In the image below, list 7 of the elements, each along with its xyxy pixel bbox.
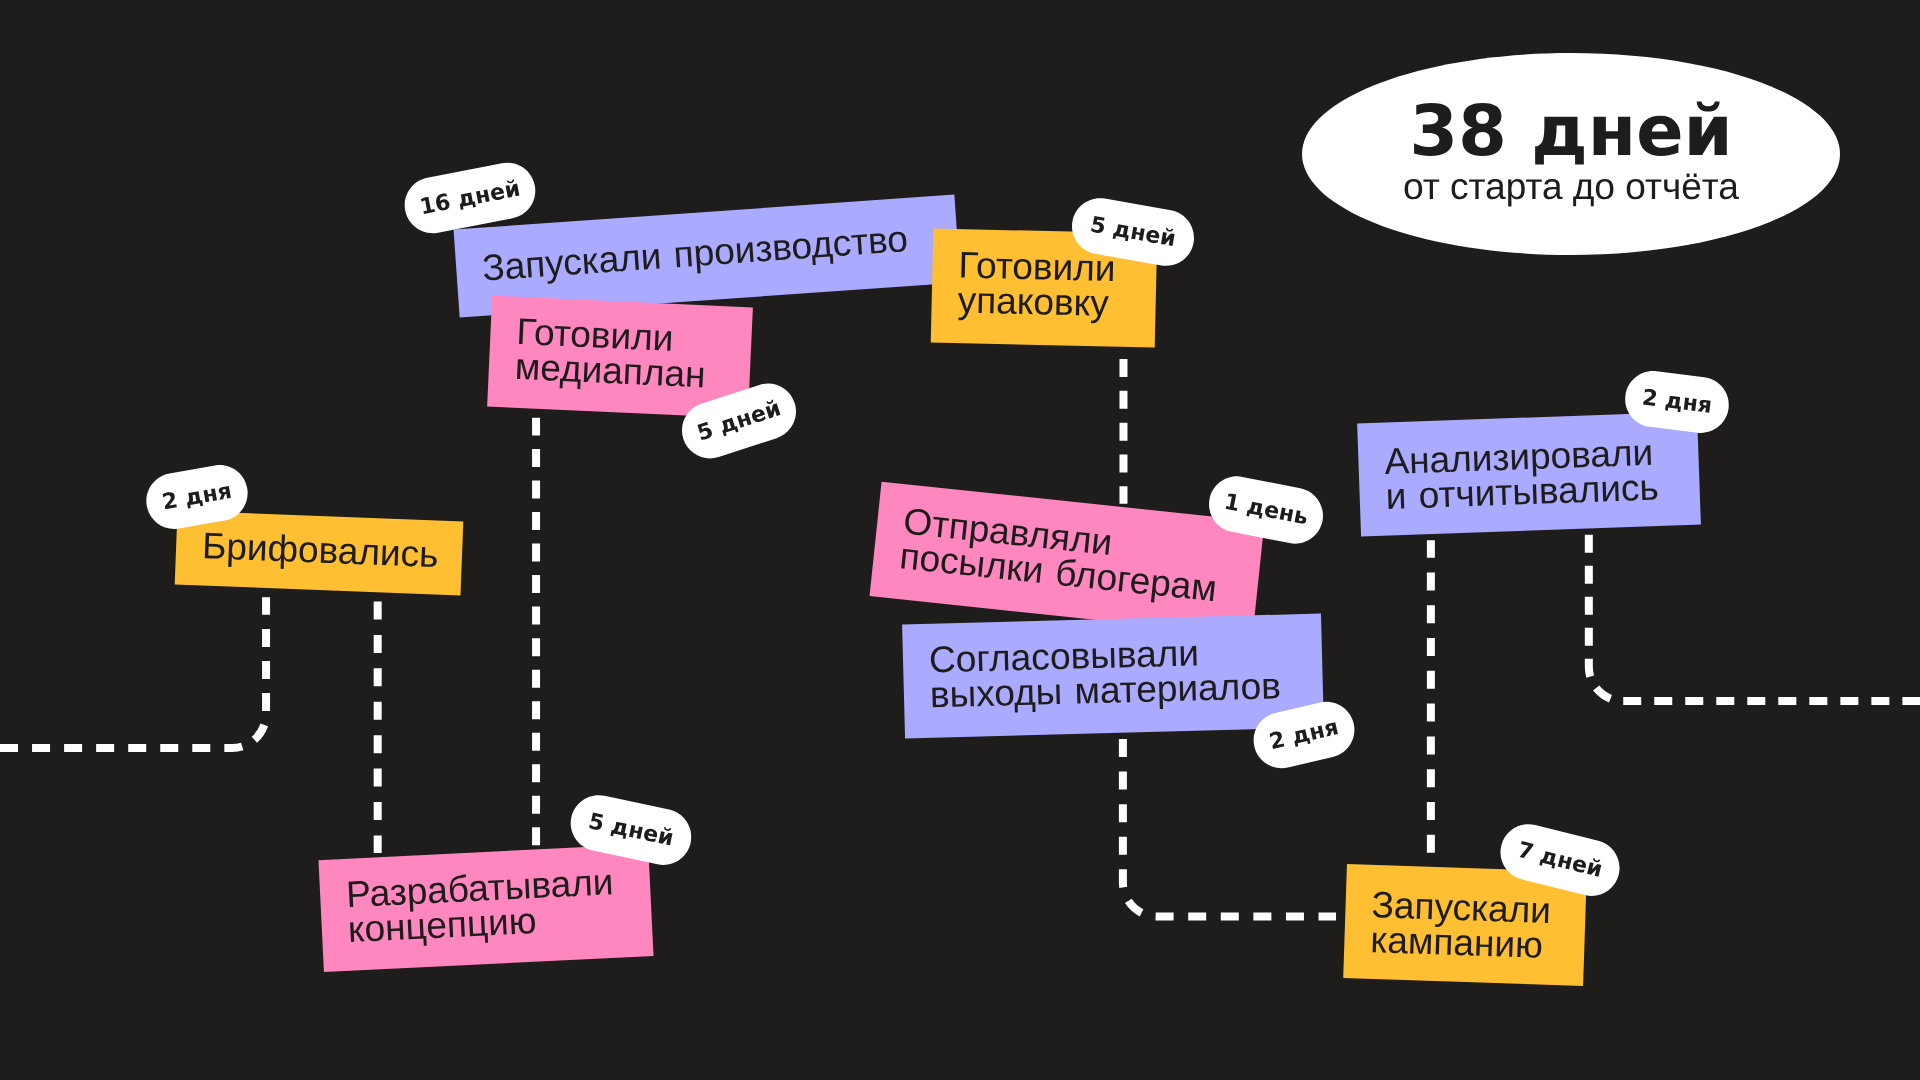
summary-oval: 38 дней от старта до отчёта — [1302, 53, 1840, 255]
duration-label: 2 дня — [162, 485, 231, 510]
duration-label: 2 дня — [1643, 388, 1711, 413]
task-card: Брифовались — [174, 510, 464, 596]
task-card: Разрабатывали концепцию — [318, 844, 654, 972]
task-card: Анализировали и отчитывались — [1357, 411, 1701, 537]
duration-label: 5 дней — [589, 812, 673, 846]
